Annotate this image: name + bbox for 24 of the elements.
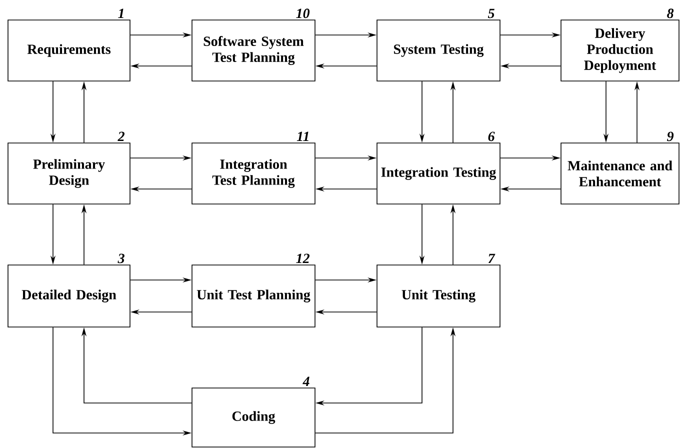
step-number: 8 — [667, 8, 674, 18]
process-box: Unit Testing — [376, 264, 500, 328]
step-number: 4 — [302, 376, 310, 386]
process-box: Detailed Design — [8, 264, 130, 328]
process-box: Integration Test Planning — [192, 142, 316, 204]
process-box: Requirements — [8, 20, 130, 82]
process-box: Integration Testing — [376, 142, 500, 204]
step-number: 6 — [488, 132, 495, 142]
process-box: System Testing — [376, 20, 500, 82]
step-number: 11 — [296, 132, 308, 141]
process-box: Software System Test Planning — [192, 20, 316, 82]
process-box: Coding — [192, 388, 316, 448]
step-number: 7 — [488, 254, 496, 263]
process-box: Maintenance and Enhancement — [560, 142, 680, 204]
step-number: 1 — [118, 8, 124, 18]
step-number: 3 — [118, 254, 124, 264]
step-number: 12 — [296, 254, 310, 263]
step-number: 10 — [296, 8, 310, 18]
process-box: Preliminary Design — [8, 142, 130, 204]
step-number: 2 — [118, 132, 124, 141]
step-number: 5 — [488, 8, 494, 18]
process-box: Unit Test Planning — [192, 264, 316, 328]
step-number: 9 — [667, 132, 674, 142]
process-box: Delivery Production Deployment — [560, 20, 680, 82]
